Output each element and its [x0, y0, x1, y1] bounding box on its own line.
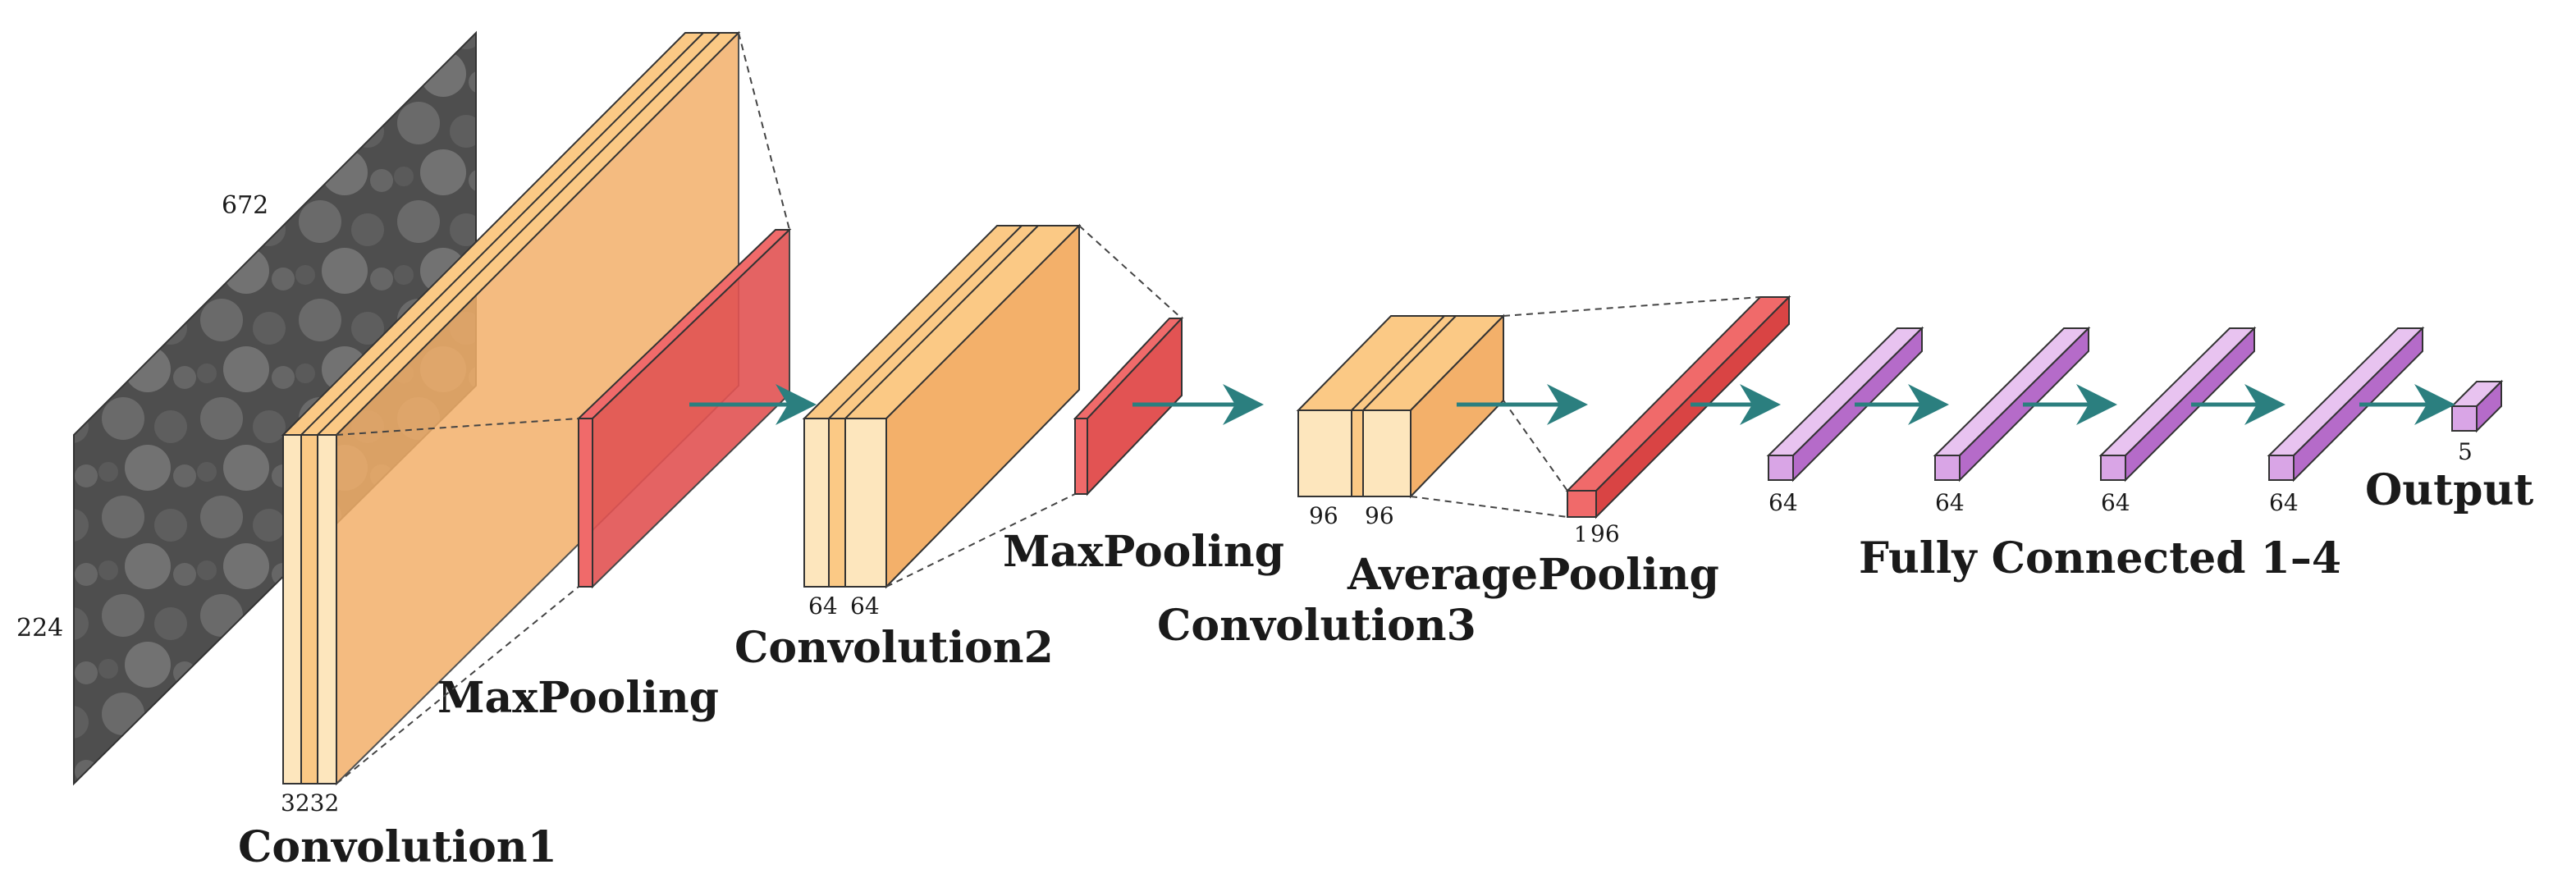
guide-line	[885, 493, 1076, 588]
output-units-label: 5	[2458, 438, 2473, 465]
conv3-front-slab-3	[1362, 409, 1412, 497]
conv1-block: 3232 Convolution1	[238, 30, 741, 872]
pool2-title: MaxPooling	[1003, 527, 1284, 577]
fc2-units-label: 64	[1935, 489, 1965, 516]
output-title: Output	[2365, 465, 2533, 515]
conv1-title: Convolution1	[238, 822, 557, 872]
avgpool-title: AveragePooling	[1347, 550, 1719, 600]
fc4-top-face	[2267, 327, 2425, 456]
fc1-block: 64	[1766, 326, 1924, 516]
fc3-top-face	[2098, 327, 2257, 456]
pool1-title: MaxPooling	[437, 673, 719, 723]
fc1-units-label: 64	[1768, 489, 1798, 516]
avgpool-size-label: 1	[1574, 523, 1588, 547]
conv2-channel-label-1: 64	[808, 592, 838, 620]
conv2-front-slab-3	[844, 418, 887, 588]
conv1-front-slab-1	[282, 434, 302, 785]
pool1-front-face	[578, 418, 593, 588]
fc2-block: 64	[1933, 326, 2091, 516]
conv3-front-slab-1	[1297, 409, 1352, 497]
fc4-block: 64	[2267, 326, 2425, 516]
fc2-top-face	[1933, 327, 2091, 456]
conv1-front-slab-2	[300, 434, 318, 785]
conv2-title: Convolution2	[734, 623, 1054, 673]
fc1-front-face	[1768, 455, 1794, 481]
avgpool-top-face	[1565, 296, 1791, 492]
conv3-block: 96 96 Convolution3	[1157, 313, 1506, 651]
fc-title: Fully Connected 1–4	[1859, 533, 2341, 583]
input-height-label: 224	[16, 614, 63, 643]
pool1-block: MaxPooling	[437, 227, 792, 723]
conv3-edge	[1362, 315, 1457, 411]
input-image: 672 224	[16, 30, 477, 786]
input-width-label: 672	[222, 191, 268, 220]
conv2-channel-label-2: 64	[850, 592, 880, 620]
conv3-edge	[1351, 315, 1445, 411]
conv2-front-slab-1	[803, 418, 830, 588]
fc3-front-face	[2100, 455, 2126, 481]
conv2-edge	[828, 225, 1023, 419]
conv1-edge	[300, 32, 704, 436]
avgpool-block: 1 96 AveragePooling	[1347, 295, 1791, 600]
output-front-face	[2451, 405, 2478, 432]
guide-line	[738, 32, 790, 231]
avgpool-side-face	[1595, 295, 1790, 519]
conv1-edge	[317, 32, 721, 436]
guide-line	[1410, 496, 1568, 518]
fc2-front-face	[1934, 455, 1961, 481]
conv3-title: Convolution3	[1157, 601, 1476, 651]
conv2-edge	[844, 225, 1039, 419]
guide-line	[336, 586, 579, 785]
avgpool-front-face	[1567, 490, 1597, 518]
fc3-block: 64	[2098, 326, 2257, 516]
fc4-units-label: 64	[2269, 489, 2299, 516]
fc3-units-label: 64	[2101, 489, 2130, 516]
conv1-channels-label: 3232	[281, 789, 339, 817]
conv3-front-slab-2	[1351, 409, 1364, 497]
guide-line	[1503, 296, 1761, 317]
output-block: 5 Output	[2365, 379, 2533, 515]
guide-line	[1503, 400, 1568, 492]
conv3-channel-label-2: 96	[1365, 502, 1394, 529]
conv1-front-slab-3	[317, 434, 337, 785]
guide-line	[1078, 225, 1183, 319]
fc1-top-face	[1766, 327, 1924, 456]
guide-line	[336, 418, 579, 436]
pool2-front-face	[1074, 418, 1088, 495]
conv3-channel-label-1: 96	[1309, 502, 1338, 529]
conv2-block: 64 64 Convolution2	[734, 223, 1082, 673]
conv2-front-slab-2	[828, 418, 846, 588]
fc4-front-face	[2268, 455, 2295, 481]
avgpool-channels-label: 96	[1590, 520, 1620, 547]
